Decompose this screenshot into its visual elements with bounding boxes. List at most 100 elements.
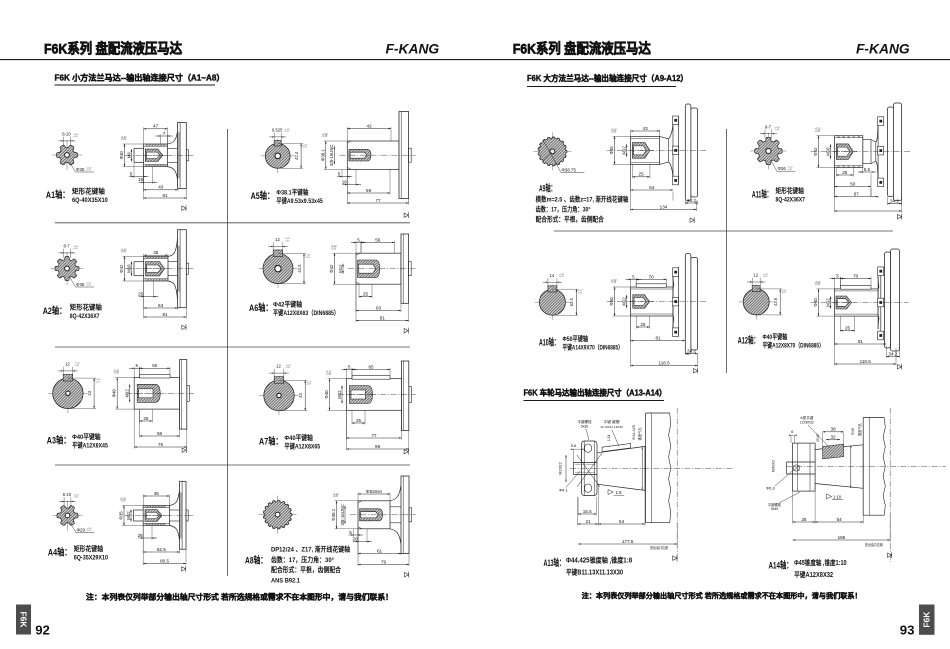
svg-text:-0.05: -0.05	[322, 135, 328, 138]
svg-text:-0.05: -0.05	[305, 257, 311, 259]
svg-text:-0.05: -0.05	[306, 384, 312, 386]
svg-text:Φ50: Φ50	[609, 297, 614, 306]
svg-text:6-10: 6-10	[62, 132, 71, 137]
svg-text:5: 5	[836, 273, 839, 278]
svg-text:-0.05: -0.05	[74, 497, 80, 499]
svg-text:34.2: 34.2	[687, 348, 696, 353]
svg-text:F6K: F6K	[19, 611, 29, 628]
svg-text:A11轴：: A11轴：	[752, 189, 772, 201]
svg-text:Φ40: Φ40	[119, 151, 124, 160]
svg-text:5.6: 5.6	[571, 443, 577, 448]
svg-text:+0.02: +0.02	[113, 370, 120, 373]
svg-text:+0.02: +0.02	[87, 528, 93, 530]
svg-text:-0.05: -0.05	[774, 129, 780, 131]
svg-text:-0.05: -0.05	[284, 131, 290, 133]
svg-text:M12: M12	[621, 297, 626, 306]
svg-text:平键B11.13X11.13X30: 平键B11.13X11.13X30	[566, 568, 623, 577]
svg-text:A6轴：: A6轴：	[249, 302, 273, 314]
svg-text:134: 134	[660, 204, 668, 209]
svg-text:+0.02: +0.02	[815, 128, 822, 131]
svg-text:平键A12X8X63（DIN6885）: 平键A12X8X63（DIN6885）	[273, 308, 339, 317]
svg-text:A1轴：: A1轴：	[46, 189, 70, 201]
svg-text:-0.05: -0.05	[120, 500, 126, 503]
svg-text:45: 45	[154, 491, 160, 496]
svg-text:6-10: 6-10	[63, 492, 72, 497]
svg-text:50: 50	[850, 181, 856, 186]
svg-text:A13轴：: A13轴：	[544, 557, 565, 569]
svg-text:25: 25	[639, 172, 645, 177]
svg-text:+0.02: +0.02	[285, 238, 291, 240]
svg-text:Φ40平键轴: Φ40平键轴	[72, 432, 101, 441]
svg-text:ANS B92.1: ANS B92.1	[271, 577, 300, 584]
svg-text:67: 67	[854, 191, 860, 196]
svg-text:32: 32	[830, 434, 836, 439]
svg-text:-0.05: -0.05	[577, 292, 583, 294]
svg-text:M12: M12	[825, 298, 830, 307]
svg-text:-0.05: -0.05	[87, 530, 93, 532]
svg-text:14: 14	[550, 273, 555, 278]
svg-text:Φ40: Φ40	[112, 389, 117, 398]
svg-text:5: 5	[338, 171, 341, 176]
svg-text:进出油口位置: 进出油口位置	[865, 542, 883, 547]
svg-text:模数m=2.5 、齿数z=17, 渐开线花键轴: 模数m=2.5 、齿数z=17, 渐开线花键轴	[536, 195, 629, 204]
svg-text:Φ38.1平键轴: Φ38.1平键轴	[276, 188, 308, 197]
svg-text:6: 6	[791, 429, 794, 434]
svg-text:34.2: 34.2	[687, 198, 696, 203]
svg-text:28: 28	[801, 517, 807, 522]
svg-text:Φ40: Φ40	[324, 390, 329, 399]
svg-text:-0.05: -0.05	[95, 381, 101, 383]
svg-text:F6K 大方法兰马达--输出轴连接尺寸（A9-A12）: F6K 大方法兰马达--输出轴连接尺寸（A9-A12）	[527, 73, 688, 83]
svg-text:-0.05: -0.05	[86, 285, 92, 287]
svg-text:81: 81	[162, 312, 168, 317]
svg-text:-0.05: -0.05	[611, 131, 617, 134]
svg-text:F6K 小方法兰马达--输出轴连接尺寸（A1~A8）: F6K 小方法兰马达--输出轴连接尺寸（A1~A8）	[55, 73, 225, 83]
svg-text:Φ50平键轴: Φ50平键轴	[563, 334, 589, 343]
svg-text:+0.02: +0.02	[284, 129, 290, 131]
svg-text:12: 12	[753, 273, 758, 278]
svg-text:118.5: 118.5	[860, 359, 872, 364]
svg-text:+0.02: +0.02	[787, 167, 793, 169]
svg-text:5x40: 5x40	[771, 507, 778, 511]
svg-text:+0.02: +0.02	[95, 379, 101, 381]
svg-text:Φ42: Φ42	[329, 264, 334, 273]
svg-text:Φ53min: Φ53min	[366, 489, 383, 494]
svg-text:F-KANG: F-KANG	[856, 42, 910, 57]
svg-text:Φ42平键轴: Φ42平键轴	[273, 300, 302, 309]
svg-text:+0.02: +0.02	[611, 128, 618, 131]
svg-text:+0.02: +0.02	[302, 145, 308, 147]
svg-text:-0.05: -0.05	[326, 373, 332, 376]
svg-text:43: 43	[298, 393, 303, 398]
svg-text:+0.02: +0.02	[121, 248, 128, 251]
svg-text:M30X2: M30X2	[771, 459, 776, 472]
svg-text:92: 92	[35, 622, 50, 637]
svg-text:43: 43	[158, 185, 164, 190]
svg-text:81: 81	[162, 193, 168, 198]
svg-text:+0.02: +0.02	[73, 134, 79, 136]
svg-text:177.5: 177.5	[622, 539, 634, 544]
svg-text:5: 5	[357, 237, 360, 242]
svg-text:+0.02: +0.02	[74, 363, 80, 365]
svg-text:-0.05: -0.05	[331, 247, 337, 250]
svg-text:平键A9.53x9.53x45: 平键A9.53x9.53x45	[276, 196, 323, 205]
svg-text:5: 5	[632, 274, 635, 279]
svg-text:20: 20	[352, 536, 358, 541]
svg-text:矩形花键轴: 矩形花键轴	[70, 303, 102, 312]
svg-text:+0.02: +0.02	[120, 498, 127, 501]
svg-text:Φ40平键轴: Φ40平键轴	[284, 433, 313, 442]
svg-text:-0.05: -0.05	[611, 281, 617, 284]
svg-text:+0.02: +0.02	[331, 245, 338, 248]
svg-text:11.13X11.13X30: 11.13X11.13X30	[600, 425, 623, 429]
svg-text:12: 12	[65, 362, 70, 367]
svg-text:58: 58	[157, 431, 163, 436]
svg-text:A7轴：: A7轴：	[259, 436, 283, 448]
svg-text:Φ38.1: Φ38.1	[331, 508, 336, 520]
svg-text:61: 61	[377, 548, 383, 553]
svg-text:1:8: 1:8	[616, 490, 622, 495]
svg-text:Φ38.75: Φ38.75	[561, 167, 576, 172]
svg-text:F6K系列 盘配流液压马达: F6K系列 盘配流液压马达	[44, 41, 182, 57]
svg-text:79: 79	[381, 559, 387, 564]
svg-text:平键 键槽: 平键 键槽	[604, 419, 621, 424]
svg-text:DP12/24 、Z17, 渐开线花键轴: DP12/24 、Z17, 渐开线花键轴	[271, 545, 350, 554]
svg-text:注：本列表仅列举部分输出轴尺寸形式 若所选规格或需求不在本: 注：本列表仅列举部分输出轴尺寸形式 若所选规格或需求不在本图形中，请与我们联系！	[86, 593, 393, 602]
svg-text:配合形式：平根，齿侧配合: 配合形式：平根，齿侧配合	[271, 565, 341, 574]
